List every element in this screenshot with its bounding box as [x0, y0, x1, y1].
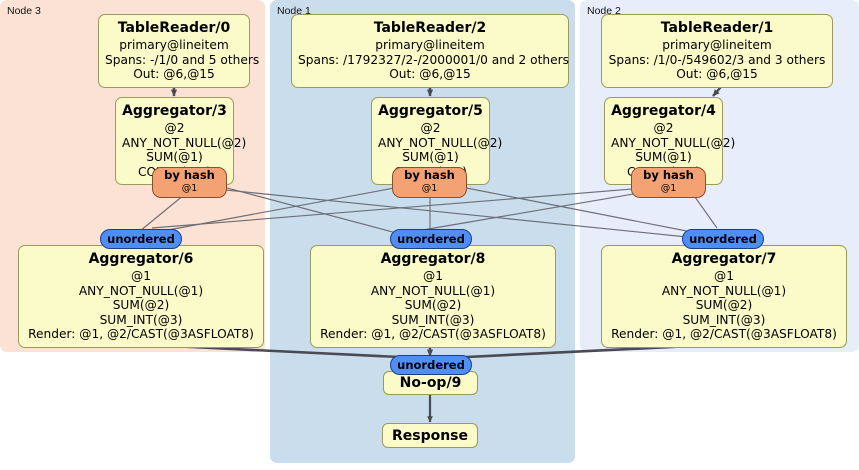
aggregator-8-agg3: SUM_INT(@3)	[391, 312, 475, 327]
tablereader-1-title: TableReader/1	[660, 20, 774, 36]
by-hash-badge-5[interactable]: by hash @1	[392, 167, 467, 198]
node-panel-label-node3: Node 3	[7, 5, 41, 17]
tablereader-2-out: Out: @6,@15	[389, 67, 471, 81]
unordered-badge-7[interactable]: unordered	[682, 229, 764, 249]
aggregator-5-agg1: ANY_NOT_NULL(@2)	[378, 135, 503, 150]
aggregator-8-group: @1	[423, 269, 443, 283]
aggregator-6-group: @1	[131, 269, 151, 283]
aggregator-7-group: @1	[714, 269, 734, 283]
tablereader-2-box[interactable]: TableReader/2 primary@lineitem Spans: /1…	[291, 14, 569, 88]
tablereader-2-spans: Spans: /1792327/2-/2000001/0 and 2 other…	[298, 52, 570, 67]
unordered-label-8: unordered	[397, 232, 465, 246]
aggregator-8-box[interactable]: Aggregator/8 @1 ANY_NOT_NULL(@1) SUM(@2)…	[310, 245, 556, 348]
aggregator-6-title: Aggregator/6	[88, 251, 194, 267]
aggregator-6-agg2: SUM(@2)	[112, 298, 170, 312]
aggregator-6-agg1: ANY_NOT_NULL(@1)	[78, 283, 204, 298]
aggregator-8-agg2: SUM(@2)	[404, 298, 462, 312]
aggregator-5-group: @2	[420, 121, 441, 135]
tablereader-2-title: TableReader/2	[373, 20, 487, 36]
tablereader-1-box[interactable]: TableReader/1 primary@lineitem Spans: /1…	[601, 14, 833, 88]
tablereader-2-table: primary@lineitem	[375, 38, 485, 52]
by-hash-col-4: @1	[660, 183, 677, 194]
aggregator-5-agg2: SUM(@1)	[402, 150, 459, 164]
by-hash-label-5: by hash	[404, 168, 455, 182]
aggregator-3-group: @2	[164, 121, 185, 135]
aggregator-3-agg2: SUM(@1)	[146, 150, 203, 164]
by-hash-label-3: by hash	[164, 168, 215, 182]
aggregator-6-agg3: SUM_INT(@3)	[99, 312, 183, 327]
aggregator-7-title: Aggregator/7	[671, 251, 777, 267]
tablereader-0-table: primary@lineitem	[119, 38, 229, 52]
aggregator-6-render: Render: @1, @2/CAST(@3ASFLOAT8)	[28, 327, 254, 341]
by-hash-label-4: by hash	[643, 168, 694, 182]
unordered-label-final: unordered	[397, 358, 465, 372]
noop-9-box[interactable]: No-op/9	[383, 371, 478, 395]
aggregator-7-agg2: SUM(@2)	[695, 298, 753, 312]
aggregator-6-box[interactable]: Aggregator/6 @1 ANY_NOT_NULL(@1) SUM(@2)…	[18, 245, 264, 348]
aggregator-8-agg1: ANY_NOT_NULL(@1)	[370, 283, 496, 298]
unordered-badge-final[interactable]: unordered	[390, 355, 472, 375]
noop-9-label: No-op/9	[399, 375, 462, 391]
unordered-label-7: unordered	[689, 232, 757, 246]
unordered-label-6: unordered	[107, 232, 175, 246]
tablereader-0-box[interactable]: TableReader/0 primary@lineitem Spans: -/…	[98, 14, 260, 88]
aggregator-4-title: Aggregator/4	[611, 103, 716, 119]
by-hash-badge-4[interactable]: by hash @1	[631, 167, 706, 198]
tablereader-0-title: TableReader/0	[117, 20, 231, 36]
unordered-badge-8[interactable]: unordered	[390, 229, 472, 249]
tablereader-1-spans: Spans: /1/0-/549602/3 and 3 others	[608, 52, 826, 67]
by-hash-badge-3[interactable]: by hash @1	[152, 167, 227, 198]
unordered-badge-6[interactable]: unordered	[100, 229, 182, 249]
response-label: Response	[391, 427, 469, 444]
response-box[interactable]: Response	[382, 423, 478, 448]
tablereader-1-out: Out: @6,@15	[676, 67, 758, 81]
aggregator-7-agg3: SUM_INT(@3)	[682, 312, 766, 327]
aggregator-3-agg1: ANY_NOT_NULL(@2)	[122, 135, 247, 150]
tablereader-0-out: Out: @6,@15	[133, 67, 215, 81]
aggregator-4-agg1: ANY_NOT_NULL(@2)	[611, 135, 736, 150]
by-hash-col-3: @1	[181, 183, 198, 194]
tablereader-0-spans: Spans: -/1/0 and 5 others	[105, 52, 260, 67]
aggregator-5-title: Aggregator/5	[378, 103, 483, 119]
tablereader-1-table: primary@lineitem	[662, 38, 772, 52]
aggregator-4-group: @2	[653, 121, 674, 135]
aggregator-8-render: Render: @1, @2/CAST(@3ASFLOAT8)	[320, 327, 546, 341]
aggregator-7-render: Render: @1, @2/CAST(@3ASFLOAT8)	[611, 327, 837, 341]
aggregator-8-title: Aggregator/8	[380, 251, 486, 267]
aggregator-7-box[interactable]: Aggregator/7 @1 ANY_NOT_NULL(@1) SUM(@2)…	[601, 245, 847, 348]
aggregator-7-agg1: ANY_NOT_NULL(@1)	[661, 283, 787, 298]
aggregator-4-agg2: SUM(@1)	[635, 150, 692, 164]
aggregator-3-title: Aggregator/3	[122, 103, 227, 119]
by-hash-col-5: @1	[421, 183, 438, 194]
